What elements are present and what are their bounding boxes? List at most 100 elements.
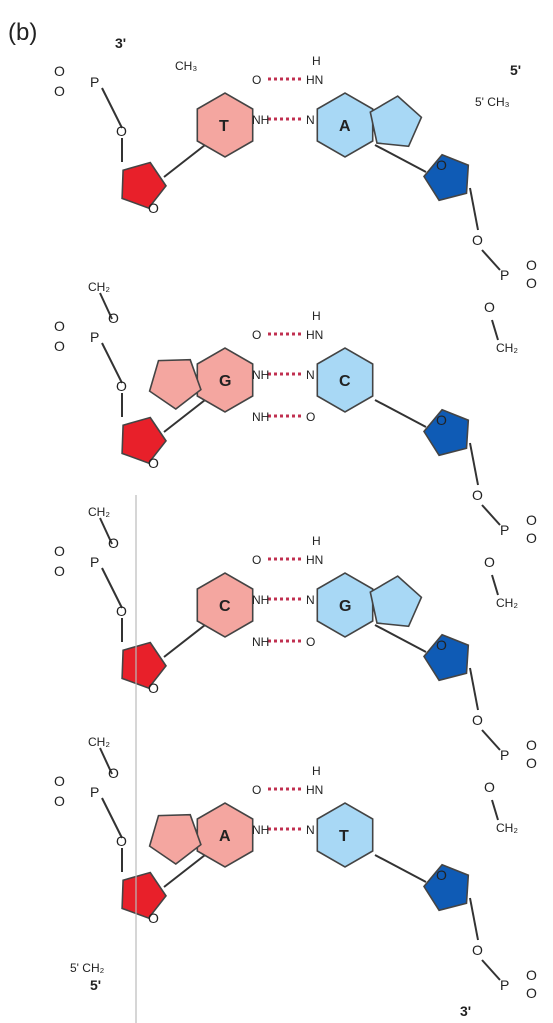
left-phosphate-oxygen: O xyxy=(54,318,65,334)
right-bridge-oxygen: O xyxy=(472,232,483,248)
right-glycosidic-bond xyxy=(374,144,427,173)
donor-acceptor-right: N xyxy=(306,593,315,607)
hydrogen-label: H xyxy=(312,309,321,323)
left-deoxyribose-sugar xyxy=(121,641,167,690)
right-link-oxygen: O xyxy=(484,299,495,315)
right-phosphate-oxygen: O xyxy=(526,737,537,753)
left-strand-bottom-label: 5' xyxy=(90,977,101,993)
left-link-oxygen: O xyxy=(108,310,119,326)
right-phosphorus: P xyxy=(500,522,509,538)
right-o-p-bond xyxy=(481,729,501,751)
right-phosphorus: P xyxy=(500,977,509,993)
left-bridge-oxygen: O xyxy=(116,378,127,394)
right-o-p-bond xyxy=(481,249,501,271)
right-ch2-label: CH₂ xyxy=(496,821,518,835)
left-deoxyribose-sugar xyxy=(121,416,167,465)
right-ch2-label: CH₂ xyxy=(496,341,518,355)
right-phosphorus: P xyxy=(500,747,509,763)
right-strand-top-ch3: 5' CH₃ xyxy=(475,95,510,109)
left-p-o-bond xyxy=(101,567,123,609)
right-bridge-oxygen: O xyxy=(472,487,483,503)
left-base-five-ring xyxy=(148,358,202,410)
right-phosphate-oxygen: O xyxy=(526,755,537,771)
right-base-ring xyxy=(316,347,374,413)
right-deoxyribose-sugar xyxy=(423,153,470,202)
left-base-five-ring xyxy=(148,813,202,865)
right-sugar-oxygen: O xyxy=(436,637,447,653)
right-phosphate-oxygen: O xyxy=(526,530,537,546)
left-ch2-label: CH₂ xyxy=(88,735,110,749)
left-phosphate-oxygen: O xyxy=(54,63,65,79)
donor-acceptor-right: N xyxy=(306,823,315,837)
left-ch2-link xyxy=(99,517,113,545)
right-phosphate-oxygen: O xyxy=(526,275,537,291)
left-glycosidic-bond xyxy=(163,624,206,658)
left-link-oxygen: O xyxy=(108,765,119,781)
hydrogen-label: H xyxy=(312,764,321,778)
left-phosphate-oxygen: O xyxy=(54,338,65,354)
right-base-ring xyxy=(316,802,374,868)
donor-acceptor-right: HN xyxy=(306,553,323,567)
right-ch2-label: CH₂ xyxy=(496,596,518,610)
right-sugar-o-bond xyxy=(469,187,479,231)
right-base-five-ring xyxy=(369,95,423,148)
right-phosphate-oxygen: O xyxy=(526,512,537,528)
left-ch2-label: CH₂ xyxy=(88,280,110,294)
left-phosphorus: P xyxy=(90,329,99,345)
right-base-five-ring xyxy=(369,575,423,628)
left-link-oxygen: O xyxy=(108,535,119,551)
right-glycosidic-bond xyxy=(374,624,427,653)
thymine-methyl-label: CH₃ xyxy=(175,59,197,73)
donor-acceptor-right: N xyxy=(306,368,315,382)
right-base-ring xyxy=(316,572,374,638)
hydrogen-label: H xyxy=(312,54,321,68)
right-ch2-link xyxy=(491,319,499,341)
right-bridge-oxygen: O xyxy=(472,942,483,958)
right-sugar-oxygen: O xyxy=(436,157,447,173)
right-glycosidic-bond xyxy=(374,854,427,883)
donor-acceptor-left: O xyxy=(252,553,261,567)
left-glycosidic-bond xyxy=(163,854,206,888)
hydrogen-label: H xyxy=(312,534,321,548)
right-phosphate-oxygen: O xyxy=(526,985,537,1001)
donor-acceptor-left: NH xyxy=(252,368,269,382)
left-p-o-bond xyxy=(101,87,123,129)
right-sugar-o-bond xyxy=(469,897,479,941)
left-ch2-link xyxy=(99,292,113,320)
right-ch2-link xyxy=(491,799,499,821)
left-sugar-oxygen: O xyxy=(148,910,159,926)
donor-acceptor-left: O xyxy=(252,783,261,797)
left-base-ring xyxy=(196,347,254,413)
donor-acceptor-left: NH xyxy=(252,410,269,424)
right-deoxyribose-sugar xyxy=(423,633,470,682)
left-phosphate-oxygen: O xyxy=(54,563,65,579)
left-bridge-oxygen: O xyxy=(116,123,127,139)
left-glycosidic-bond xyxy=(163,399,206,433)
left-phosphate-oxygen: O xyxy=(54,83,65,99)
right-sugar-oxygen: O xyxy=(436,412,447,428)
left-strand-bottom-ch2: 5' CH₂ xyxy=(70,961,105,975)
left-sugar-oxygen: O xyxy=(148,680,159,696)
right-link-oxygen: O xyxy=(484,779,495,795)
left-phosphate-oxygen: O xyxy=(54,543,65,559)
panel-label: (b) xyxy=(8,19,37,46)
donor-acceptor-left: O xyxy=(252,73,261,87)
left-base-ring xyxy=(196,802,254,868)
right-sugar-o-bond xyxy=(469,442,479,486)
right-link-oxygen: O xyxy=(484,554,495,570)
donor-acceptor-left: NH xyxy=(252,635,269,649)
left-ch2-label: CH₂ xyxy=(88,505,110,519)
left-sugar-oxygen: O xyxy=(148,455,159,471)
left-bridge-oxygen: O xyxy=(116,833,127,849)
left-bridge-oxygen: O xyxy=(116,603,127,619)
right-strand-top-label: 5' xyxy=(510,62,521,78)
right-o-p-bond xyxy=(481,959,501,981)
left-sugar-oxygen: O xyxy=(148,200,159,216)
right-o-p-bond xyxy=(481,504,501,526)
right-phosphorus: P xyxy=(500,267,509,283)
left-phosphorus: P xyxy=(90,554,99,570)
left-deoxyribose-sugar xyxy=(121,161,167,210)
right-sugar-oxygen: O xyxy=(436,867,447,883)
